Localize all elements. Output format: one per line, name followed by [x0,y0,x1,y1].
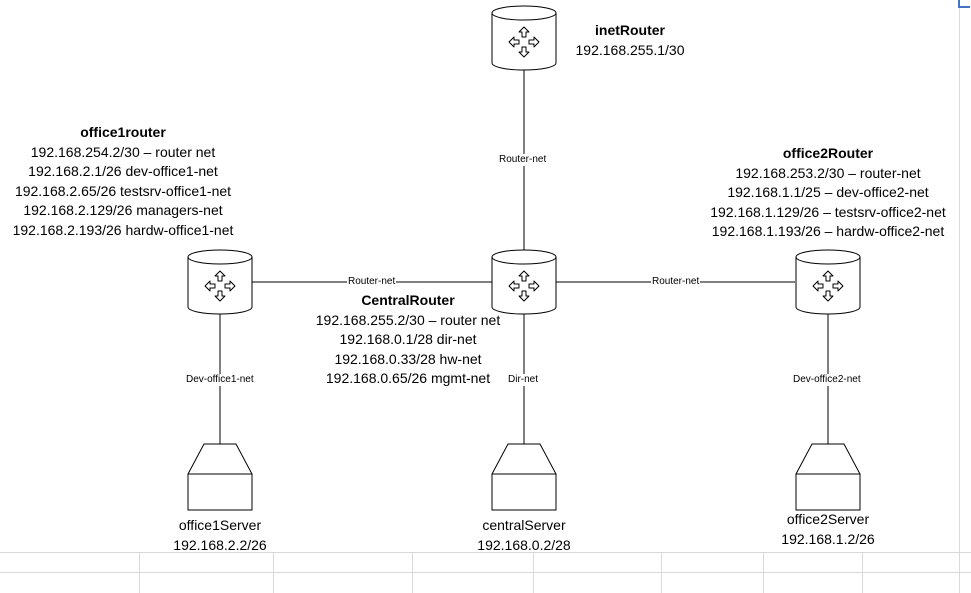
link-label-office1-server: Dev-office1-net [185,374,255,386]
office2-router-line: 192.168.253.2/30 – router-net [735,164,921,181]
router-office2-icon [795,249,861,315]
server-central-icon [491,443,557,511]
office1-server-label: office1Server 192.168.2.2/26 [140,516,300,555]
link-label-office1-central: Router-net [347,276,397,288]
central-server-ip: 192.168.0.2/28 [477,536,571,553]
office1-router-label: office1router 192.168.254.2/30 – router … [0,123,246,240]
office2-router-line: 192.168.1.193/26 – hardw-office2-net [711,223,945,239]
office1-router-line: 192.168.254.2/30 – router net [30,143,216,160]
office1-router-line: 192.168.2.1/26 dev-office1-net [28,163,218,179]
selection-corner-marker [958,0,970,8]
office2-server-name: office2Server [786,511,870,527]
office2-router-line: 192.168.1.129/26 – testsrv-office2-net [710,203,946,220]
inet-router-ip: 192.168.255.1/30 [575,41,685,58]
office1-server-name: office1Server [178,517,262,533]
link-label-central-office2: Router-net [651,276,701,288]
server-office2-icon [795,443,861,511]
central-router-label: CentralRouter 192.168.255.2/30 – router … [300,291,516,389]
central-server-label: centralServer 192.168.0.2/28 [444,516,604,555]
office1-router-name: office1router [80,124,166,140]
central-router-line: 192.168.0.1/28 dir-net [339,331,477,347]
central-router-line: 192.168.0.33/28 hw-net [334,350,482,367]
office2-router-line: 192.168.1.1/25 – dev-office2-net [727,184,929,200]
office1-server-ip: 192.168.2.2/26 [173,536,267,553]
central-router-name: CentralRouter [361,292,455,308]
office1-router-line: 192.168.2.65/26 testsrv-office1-net [14,182,232,199]
central-server-name: centralServer [482,517,566,533]
router-inet-icon [491,5,557,71]
server-office1-icon [187,443,253,511]
link-label-inet-central: Router-net [498,154,548,166]
link-label-central-server: Dir-net [507,374,540,386]
office2-router-name: office2Router [782,145,874,161]
router-central-icon [491,249,557,315]
office1-router-line: 192.168.2.129/26 managers-net [23,202,223,218]
office1-router-line: 192.168.2.193/26 hardw-office1-net [12,221,234,238]
link-label-office2-server: Dev-office2-net [792,374,862,386]
office2-server-label: office2Server 192.168.1.2/26 [748,510,908,549]
central-router-line: 192.168.255.2/30 – router net [315,311,501,328]
office2-router-label: office2Router 192.168.253.2/30 – router-… [697,144,959,242]
router-office1-icon [187,249,253,315]
office2-server-ip: 192.168.1.2/26 [781,530,875,547]
inet-router-label: inetRouter 192.168.255.1/30 [560,21,700,60]
inet-router-name: inetRouter [595,22,665,38]
central-router-line: 192.168.0.65/26 mgmt-net [325,370,491,386]
